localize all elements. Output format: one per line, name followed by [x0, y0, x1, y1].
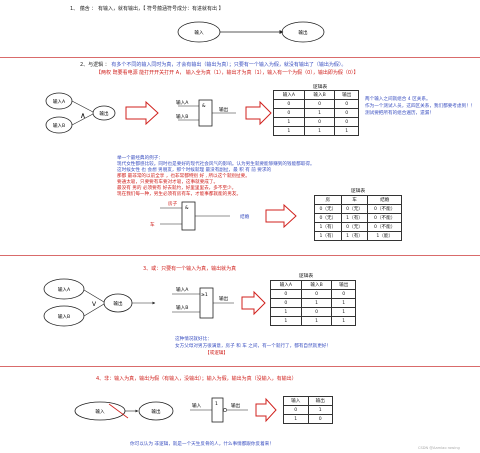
section3-note1: 这种情况就好比：: [175, 337, 212, 342]
marriage-truth-table: 房 车 结婚 0（无）0（无）0（不能） 0（无）1（有）0（不能） 1（有）0…: [314, 195, 402, 241]
svg-text:输入A: 输入A: [176, 286, 189, 293]
story-line: 要通太吸，只要要有车要对才吸，这事就要成了。: [117, 180, 219, 185]
or-symbol: V: [92, 301, 97, 308]
story-line: 那都 最非常的以前全享 ，也非常都特别 好 , 所以这个就别扯要。: [117, 174, 250, 179]
story-line: 这时候女性 也 会想 男朋友，那个时候就理 最没有副扯，最 积 有 前 要求的: [117, 168, 272, 173]
table-title: 逻辑表: [312, 85, 328, 90]
svg-text:结婚: 结婚: [240, 213, 250, 220]
section2-heading: 2、与逻辑 ： 有多个不同的输入同时为真，才会有输出（输出为真）；只要有一个输入…: [80, 62, 347, 68]
section-divider: [0, 57, 480, 58]
svg-text:&: &: [202, 103, 206, 109]
section4-footer: 你可以认为 非逻辑，就是一个天生反骨的人，什么事情都跟你反着来！: [130, 442, 274, 447]
svg-text:输出: 输出: [99, 110, 109, 117]
svg-text:车: 车: [150, 221, 155, 228]
output-ellipse: [92, 105, 116, 121]
svg-text:输出: 输出: [219, 106, 229, 113]
output-label: 输出: [298, 29, 308, 36]
table-row: 1（有）1（有）1（能）: [314, 231, 402, 241]
svg-text:房子: 房子: [168, 200, 178, 207]
svg-text:输入: 输入: [192, 402, 202, 409]
and-ellipse-diagram: 输入A 输入B 输出 ∧: [45, 92, 116, 134]
svg-text:输入: 输入: [95, 408, 105, 415]
story-line: 最没有 男的 必须要有 好去就约，好里里里去，多不至少。: [117, 186, 237, 191]
output-ellipse: [281, 21, 325, 43]
section-divider: [0, 366, 480, 367]
table-title: 逻辑表: [350, 189, 366, 194]
watermark: CSDN @Aamlao rowing: [418, 446, 460, 450]
hollow-arrow-icon: [125, 100, 159, 126]
svg-text:输入A: 输入A: [176, 99, 189, 106]
table-title: 逻辑表: [298, 274, 314, 279]
story-line: 现代女性都感比较。同时也是要好的现代社会风气的影响。认为男生就要能够赚到的钱能都…: [117, 162, 315, 167]
side-note-1: 两个输入之间就组合 4 区关系。: [365, 97, 431, 102]
marriage-and-gate: & 房子 车 结婚: [150, 200, 250, 231]
hollow-arrow-icon: [265, 203, 297, 229]
or-ellipse-diagram: 输入A 输入B 输出 V: [43, 278, 156, 327]
hollow-arrow-icon: [241, 290, 266, 316]
input-label: 输入: [194, 29, 204, 36]
section2-desc: 有多个不同的输入同时为真，才会有输出（输出为真）；只要有一个输入为假，就没有输出…: [111, 62, 347, 68]
section3-note3: 【或逻辑】: [205, 351, 228, 356]
svg-text:≥1: ≥1: [201, 292, 208, 298]
hollow-arrow-icon: [245, 100, 272, 126]
hollow-arrow-icon: [255, 397, 277, 423]
and-symbol: ∧: [80, 111, 86, 120]
section1-title: 1、 蕴含 ： 有输入，就有输出，【 符号蕴涵符号成分：有进就有出 】: [70, 6, 224, 12]
side-note-2: 作为一个测试人员，这四区关系，我们都要考虑到！！: [365, 104, 476, 109]
section3-title: 3、或：只要有一个输入为真，输出就为真: [143, 266, 237, 272]
implication-diagram: 输入 输出: [177, 21, 325, 43]
side-note-3: 测试要把所有的组合遍历，遗漏！: [365, 111, 434, 116]
section4-title: 4、非：输入为真，输出为假（有输入，没输出）；输入为假，输出为真（没输入，有输出…: [96, 376, 297, 382]
svg-text:输出: 输出: [151, 408, 161, 415]
svg-text:输入A: 输入A: [58, 286, 71, 293]
story-line: 举一个最经典的例子：: [117, 156, 163, 161]
section2-desc2: 【两权 既要看电源 能打开开关打开 A， 输入全为真（1），输出才为真（1），输…: [96, 70, 359, 76]
svg-text:输入B: 输入B: [176, 113, 188, 120]
section3-note2: 女方父母对男方很满意，房子 和 车 之间，有一个就行了，都有自然就更好！: [175, 344, 331, 349]
svg-text:输出: 输出: [113, 300, 123, 307]
svg-text:输出: 输出: [231, 402, 241, 409]
svg-text:1: 1: [215, 401, 218, 407]
input-a-ellipse: [43, 278, 85, 300]
or-gate: ≥1 输入A 输入B 输出: [172, 286, 234, 319]
svg-text:输入B: 输入B: [53, 122, 65, 129]
svg-text:&: &: [185, 205, 189, 211]
svg-text:输入A: 输入A: [53, 98, 66, 105]
svg-text:输入B: 输入B: [176, 304, 188, 311]
not-ellipse-diagram: 输入 输出: [74, 401, 174, 421]
output-ellipse: [138, 401, 174, 421]
story-line: 现在我们每一种，男生必须有房有车，才能事都就能的男友。: [117, 192, 242, 197]
svg-text:输出: 输出: [219, 295, 229, 302]
section-divider: [0, 255, 480, 256]
svg-text:输入B: 输入B: [58, 313, 70, 320]
and-gate: & 输入A 输入B 输出: [176, 99, 236, 127]
not-gate: 1 输入 输出: [190, 397, 248, 423]
